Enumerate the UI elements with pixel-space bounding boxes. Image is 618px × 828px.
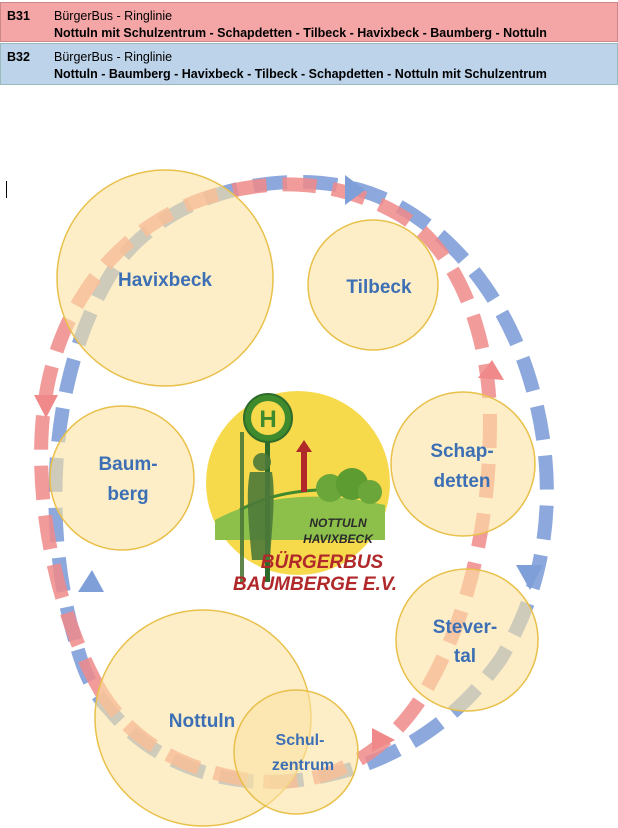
route-code: B32 [7,50,30,64]
blue-arrow-right [516,565,543,590]
logo-line-baumberge: BAUMBERGE E.V. [233,574,397,595]
tree-icon [358,480,382,504]
stop-label-baumberg-2: berg [107,484,148,505]
stop-circle-schapdetten [390,391,536,537]
stop-circle-stevertal [395,568,539,712]
stop-label-havixbeck: Havixbeck [118,270,212,291]
route-stops: Nottuln - Baumberg - Havixbeck - Tilbeck… [54,67,547,81]
blue-arrow-left [78,570,104,592]
stop-label-tilbeck: Tilbeck [346,277,412,298]
stop-label-stevertal-1: Stever- [433,617,497,638]
logo-line-buergerbus: BÜRGERBUS [261,552,384,573]
stop-label-schulzentrum-2: zentrum [272,757,334,774]
route-row-b31: B31 BürgerBus - Ringlinie Nottuln mit Sc… [0,2,618,42]
text-cursor [6,181,7,198]
stop-circle-tilbeck [307,219,439,351]
stop-label-baumberg-1: Baum- [98,454,157,475]
tower-top-icon [296,440,312,452]
route-name: BürgerBus - Ringlinie [54,50,173,64]
stop-circle-schulzentrum [233,689,359,815]
bus-stop-letter: H [259,406,276,433]
stop-label-schulzentrum-1: Schul- [276,732,325,749]
stop-label-schapdetten-1: Schap- [430,441,493,462]
red-arrow-bottom [372,728,395,752]
route-row-b32: B32 BürgerBus - Ringlinie Nottuln - Baum… [0,43,618,85]
person-figure-icon [240,432,274,582]
route-name: BürgerBus - Ringlinie [54,9,173,23]
logo-line-nottuln: NOTTULN [309,516,367,530]
red-arrow-right [478,360,504,380]
stop-label-stevertal-2: tal [454,646,476,667]
stop-label-nottuln: Nottuln [169,711,235,732]
bus-stop-sign-inner [251,401,285,435]
stop-circle-baumberg [49,405,195,551]
red-arrow-left [34,395,58,418]
stop-label-schapdetten-2: detten [434,471,491,492]
tower-icon [301,450,307,492]
route-code: B31 [7,9,30,23]
stop-circle-havixbeck [56,169,274,387]
buergerbus-logo: H NOTTULN HAVIXBECK BÜRGERBUS BAUMBERGE … [206,391,397,595]
route-stops: Nottuln mit Schulzentrum - Schapdetten -… [54,26,547,40]
blue-arrow-top [345,175,365,205]
logo-line-havixbeck: HAVIXBECK [303,532,374,546]
